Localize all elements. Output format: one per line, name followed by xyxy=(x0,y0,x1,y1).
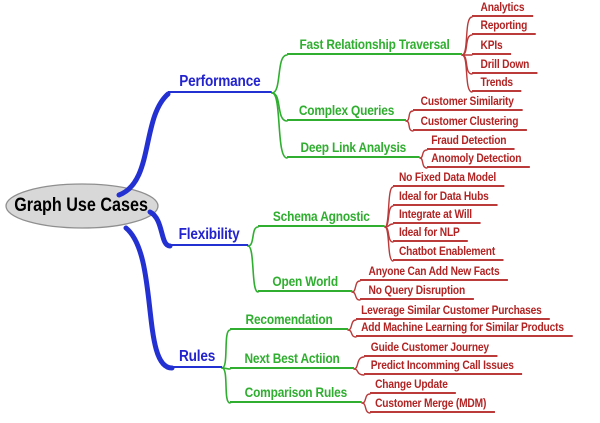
topic-fast-relationship-traversal[interactable]: Fast Relationship Traversal xyxy=(287,36,463,55)
connector-complex-queries xyxy=(271,92,288,122)
branch-rules[interactable]: Rules xyxy=(172,347,223,368)
connector-leverage-similar-customer-purchases xyxy=(347,319,357,331)
connector-customer-merge-mdm xyxy=(361,402,371,414)
leaf-customer-similarity[interactable]: Customer Similarity xyxy=(413,94,523,111)
leaf-kpis[interactable]: KPIs xyxy=(472,38,512,55)
connector-fraud-detection xyxy=(419,149,428,159)
connector-anyone-can-add-new-facts xyxy=(351,280,361,293)
connector-anomoly-detection xyxy=(419,157,428,169)
connector-customer-clustering xyxy=(405,120,414,132)
connector-comparison-rules xyxy=(221,367,231,404)
leaf-ideal-for-nlp[interactable]: Ideal for NLP xyxy=(393,225,469,242)
root-node[interactable]: Graph Use Cases xyxy=(14,195,148,216)
connector-performance xyxy=(116,91,171,198)
leaf-chatbot-enablement[interactable]: Chatbot Enablement xyxy=(393,244,504,261)
connector-deep-link-analysis xyxy=(271,92,288,159)
leaf-analytics[interactable]: Analytics xyxy=(472,0,533,17)
branch-flexibility[interactable]: Flexibility xyxy=(170,225,249,246)
leaf-no-fixed-data-model[interactable]: No Fixed Data Model xyxy=(393,170,505,187)
connector-fast-relationship-traversal xyxy=(271,54,288,94)
leaf-integrate-at-will[interactable]: Integrate at Will xyxy=(393,207,481,224)
leaf-ideal-for-data-hubs[interactable]: Ideal for Data Hubs xyxy=(393,189,498,206)
blue-branch-curves xyxy=(116,91,175,371)
topic-recomendation[interactable]: Recomendation xyxy=(230,311,349,330)
connector-change-update xyxy=(361,393,371,404)
connector-recomendation xyxy=(221,329,231,369)
leaf-predict-incomming-call-issues[interactable]: Predict Incomming Call Issues xyxy=(364,358,523,375)
leaf-trends[interactable]: Trends xyxy=(472,75,522,92)
topic-next-best-actiion[interactable]: Next Best Actiion xyxy=(230,350,355,369)
branch-performance[interactable]: Performance xyxy=(168,72,272,93)
leaf-fraud-detection[interactable]: Fraud Detection xyxy=(427,133,515,150)
topic-open-world[interactable]: Open World xyxy=(258,273,353,292)
connector-flexibility xyxy=(147,209,173,249)
topic-comparison-rules[interactable]: Comparison Rules xyxy=(230,384,362,403)
connector-schema-agnostic xyxy=(247,226,259,247)
connector-add-machine-learning xyxy=(347,329,357,338)
leaf-reporting[interactable]: Reporting xyxy=(472,18,536,35)
leaf-leverage-similar-customer-purchases[interactable]: Leverage Similar Customer Purchases xyxy=(356,303,551,320)
red-leaf-curves xyxy=(347,16,473,414)
connector-chatbot-enablement xyxy=(384,226,394,262)
green-topic-curves xyxy=(221,54,288,404)
connector-predict-incomming-call-issues xyxy=(353,368,365,376)
topic-deep-link-analysis[interactable]: Deep Link Analysis xyxy=(287,139,420,158)
leaf-customer-merge-mdm[interactable]: Customer Merge (MDM) xyxy=(370,396,495,413)
leaf-drill-down[interactable]: Drill Down xyxy=(472,57,538,74)
connector-trends xyxy=(461,54,473,93)
connector-no-query-disruption xyxy=(351,291,361,301)
topic-complex-queries[interactable]: Complex Queries xyxy=(287,102,406,121)
connector-open-world xyxy=(247,245,259,293)
topic-schema-agnostic[interactable]: Schema Agnostic xyxy=(258,208,385,227)
connector-rules xyxy=(123,225,175,371)
leaf-anomoly-detection[interactable]: Anomoly Detection xyxy=(427,151,530,168)
leaf-change-update[interactable]: Change Update xyxy=(370,377,457,394)
leaf-anyone-can-add-new-facts[interactable]: Anyone Can Add New Facts xyxy=(360,264,509,281)
leaf-guide-customer-journey[interactable]: Guide Customer Journey xyxy=(364,340,498,357)
connector-guide-customer-journey xyxy=(353,356,365,370)
leaf-customer-clustering[interactable]: Customer Clustering xyxy=(413,114,527,131)
leaf-add-machine-learning-for-similar-products[interactable]: Add Machine Learning for Similar Product… xyxy=(356,320,573,337)
leaf-no-query-disruption[interactable]: No Query Disruption xyxy=(360,283,474,300)
connector-customer-similarity xyxy=(405,110,414,122)
